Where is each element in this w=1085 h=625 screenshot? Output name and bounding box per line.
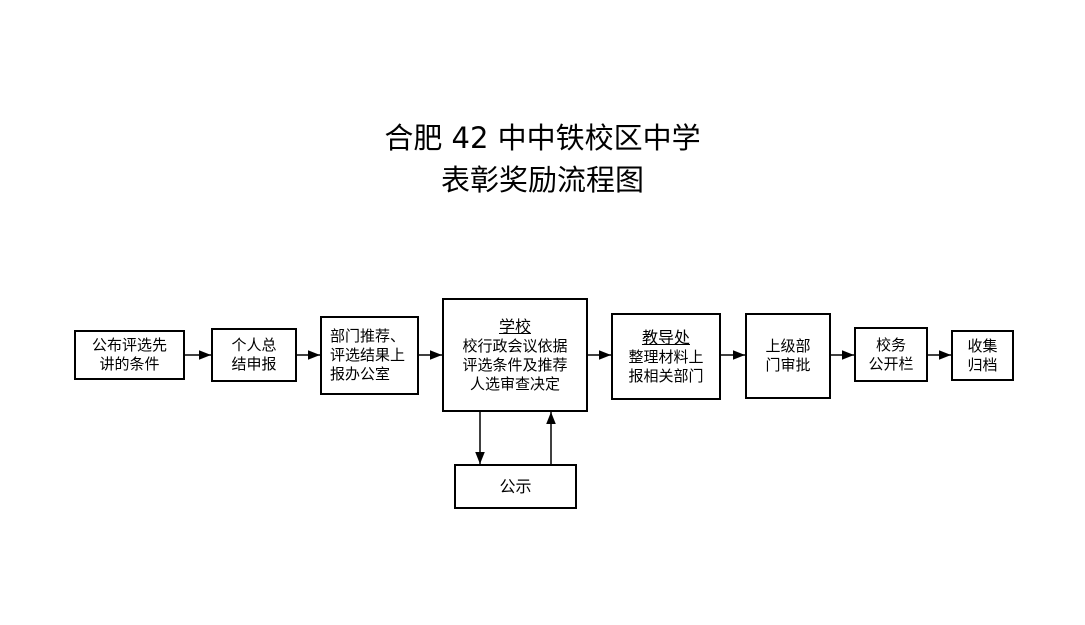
step-bulletin-board: 校务 公开栏 [854, 327, 928, 382]
step-line: 人选审查决定 [469, 374, 560, 393]
step-line: 校行政会议依据 [462, 336, 568, 355]
step-department-recommendation: 部门推荐、 评选结果上 报办公室 [320, 316, 419, 395]
step-line: 校务 [875, 335, 906, 354]
step-line: 公布评选先 [91, 336, 167, 354]
step-line: 整理材料上 [628, 347, 704, 366]
step-heading: 教导处 [641, 327, 690, 347]
step-line: 报办公室 [330, 365, 391, 383]
step-line: 部门推荐、 [330, 327, 406, 345]
step-line: 个人总 [231, 336, 277, 354]
step-personal-application: 个人总 结申报 [211, 328, 297, 382]
step-heading: 学校 [498, 316, 531, 336]
diagram-title-line2: 表彰奖励流程图 [440, 163, 644, 197]
step-line: 公开栏 [868, 354, 914, 373]
step-line: 上级部 [765, 337, 811, 355]
step-announce-criteria: 公布评选先 讲的条件 [74, 330, 185, 380]
step-line: 收集 [967, 336, 998, 355]
step-line: 评选结果上 [330, 346, 406, 364]
step-line: 归档 [967, 355, 998, 374]
step-line: 评选条件及推荐 [462, 355, 568, 374]
step-higher-approval: 上级部 门审批 [745, 313, 831, 399]
diagram-title-line1: 合肥 42 中中铁校区中学 [384, 121, 701, 155]
step-line: 公示 [499, 477, 532, 496]
step-academic-affairs: 教导处 整理材料上 报相关部门 [611, 313, 721, 400]
step-archive: 收集 归档 [951, 330, 1014, 381]
step-line: 报相关部门 [628, 366, 704, 385]
step-school-decision: 学校 校行政会议依据 评选条件及推荐 人选审查决定 [442, 298, 588, 412]
step-line: 讲的条件 [99, 355, 160, 373]
step-public-notice: 公示 [454, 464, 577, 509]
step-line: 结申报 [231, 355, 277, 373]
step-line: 门审批 [765, 356, 811, 374]
